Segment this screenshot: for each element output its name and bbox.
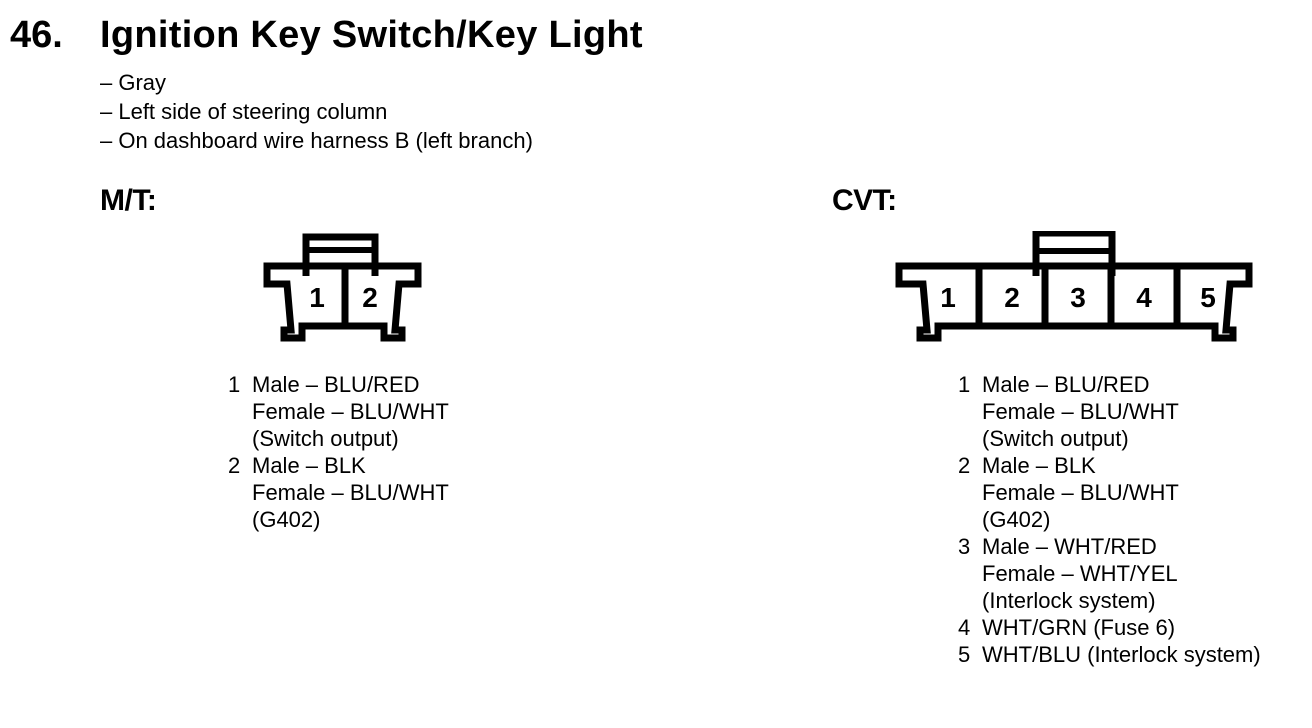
mt-cavity-number-2: 2	[362, 282, 378, 313]
pin-entry: 5 WHT/BLU (Interlock system)	[958, 641, 1261, 668]
cvt-cavity-number-5: 5	[1200, 282, 1216, 313]
pin-number: 1	[958, 372, 971, 397]
cvt-cavity-number-4: 4	[1136, 282, 1152, 313]
pin-entry: 2 Male – BLK Female – BLU/WHT (G402)	[958, 452, 1261, 533]
pin-wire: WHT/BLU (Interlock system)	[982, 642, 1261, 667]
pin-description: WHT/BLU (Interlock system)	[982, 641, 1261, 668]
pin-wire: WHT/GRN (Fuse 6)	[982, 615, 1176, 640]
pin-description: Male – BLU/RED Female – BLU/WHT (Switch …	[982, 371, 1179, 452]
pin-description: Male – BLK Female – BLU/WHT (G402)	[252, 452, 449, 533]
cvt-pin-list: 1 Male – BLU/RED Female – BLU/WHT (Switc…	[958, 371, 1261, 668]
pin-number: 2	[958, 453, 971, 478]
cvt-section-label: CVT:	[832, 184, 897, 217]
pin-number: 2	[228, 453, 241, 478]
pin-number: 4	[958, 615, 971, 640]
mt-cavity-number-1: 1	[309, 282, 325, 313]
pin-function: (Switch output)	[252, 426, 399, 451]
pin-wire-male: Male – BLK	[252, 453, 366, 478]
pin-wire-male: Male – WHT/RED	[982, 534, 1157, 559]
detail-harness: – On dashboard wire harness B (left bran…	[100, 128, 533, 153]
detail-color: – Gray	[100, 70, 167, 95]
pin-wire-female: Female – WHT/YEL	[982, 561, 1178, 586]
pin-description: WHT/GRN (Fuse 6)	[982, 614, 1175, 641]
connector-details: – Gray – Left side of steering column – …	[100, 68, 533, 155]
pin-entry: 1 Male – BLU/RED Female – BLU/WHT (Switc…	[228, 371, 449, 452]
cvt-connector-diagram: 1 2 3 4 5	[895, 231, 1253, 342]
section-number: 46.	[10, 14, 63, 56]
pin-wire-female: Female – BLU/WHT	[252, 480, 449, 505]
pin-wire-male: Male – BLK	[982, 453, 1096, 478]
pin-number: 1	[228, 372, 241, 397]
cvt-cavity-number-2: 2	[1004, 282, 1020, 313]
detail-location: – Left side of steering column	[100, 99, 388, 124]
pin-wire-male: Male – BLU/RED	[252, 372, 420, 397]
pin-entry: 4 WHT/GRN (Fuse 6)	[958, 614, 1261, 641]
pin-number: 3	[958, 534, 971, 559]
mt-pin-list: 1 Male – BLU/RED Female – BLU/WHT (Switc…	[228, 371, 449, 533]
pin-wire-female: Female – BLU/WHT	[982, 480, 1179, 505]
pin-description: Male – WHT/RED Female – WHT/YEL (Interlo…	[982, 533, 1178, 614]
cvt-connector-body	[895, 262, 1253, 342]
pin-entry: 3 Male – WHT/RED Female – WHT/YEL (Inter…	[958, 533, 1261, 614]
pin-function: (Interlock system)	[982, 588, 1156, 613]
mt-section-label: M/T:	[100, 184, 157, 217]
pin-function: (Switch output)	[982, 426, 1129, 451]
page-title: Ignition Key Switch/Key Light	[100, 14, 643, 56]
pin-number: 5	[958, 642, 971, 667]
pin-entry: 1 Male – BLU/RED Female – BLU/WHT (Switc…	[958, 371, 1261, 452]
pin-wire-male: Male – BLU/RED	[982, 372, 1150, 397]
pin-wire-female: Female – BLU/WHT	[982, 399, 1179, 424]
pin-function: (G402)	[982, 507, 1051, 532]
pin-entry: 2 Male – BLK Female – BLU/WHT (G402)	[228, 452, 449, 533]
pin-function: (G402)	[252, 507, 321, 532]
cvt-connector-tab	[1032, 231, 1116, 276]
mt-connector-tab	[302, 233, 379, 276]
pin-description: Male – BLK Female – BLU/WHT (G402)	[982, 452, 1179, 533]
mt-connector-diagram: 1 2	[263, 233, 422, 342]
pin-description: Male – BLU/RED Female – BLU/WHT (Switch …	[252, 371, 449, 452]
cvt-cavity-number-3: 3	[1070, 282, 1086, 313]
cvt-cavity-number-1: 1	[940, 282, 956, 313]
pin-wire-female: Female – BLU/WHT	[252, 399, 449, 424]
